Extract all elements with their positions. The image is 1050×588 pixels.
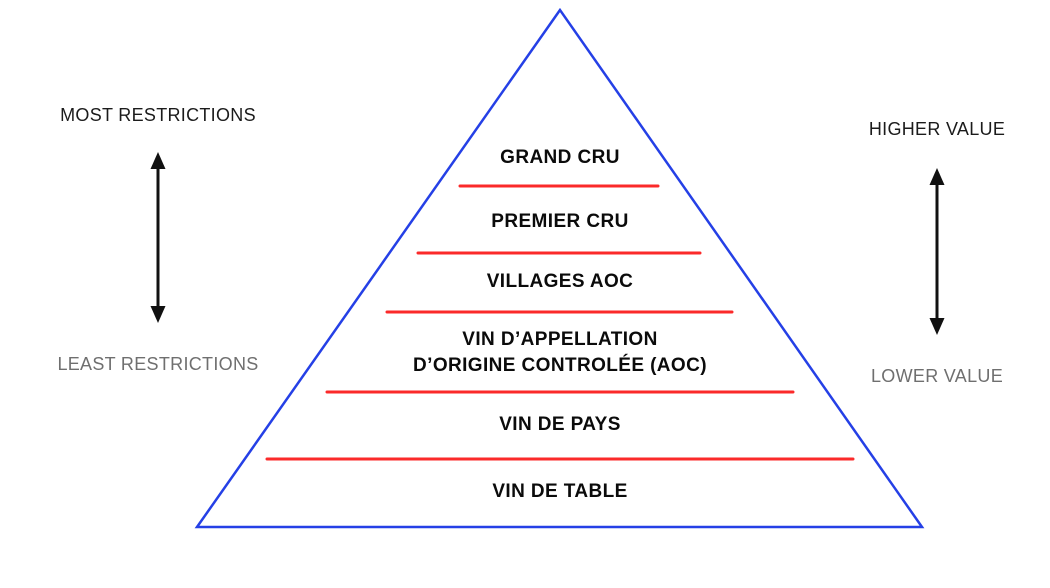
pyramid-outline (194, 7, 925, 529)
tier-label-aoc: VIN D’APPELLATION D’ORIGINE CONTROLÉE (A… (210, 327, 910, 379)
tier-label-grand-cru: GRAND CRU (500, 147, 620, 168)
tier-label-vin-de-table: VIN DE TABLE (492, 481, 628, 502)
tier-label-premier-cru: PREMIER CRU (491, 211, 629, 232)
arrow-down-icon (929, 318, 945, 335)
tier-label-vin-de-pays: VIN DE PAYS (499, 414, 621, 435)
tier-label-aoc-line1: VIN D’APPELLATION (462, 329, 658, 350)
most-restrictions-label: MOST RESTRICTIONS (60, 105, 256, 125)
lower-value-label: LOWER VALUE (871, 366, 1003, 386)
arrow-down-icon (150, 306, 166, 323)
value-arrow (929, 168, 945, 335)
restrictions-arrow (150, 152, 166, 323)
tier-label-aoc-line2: D’ORIGINE CONTROLÉE (AOC) (413, 355, 707, 376)
tier-label-villages-aoc: VILLAGES AOC (486, 271, 634, 292)
higher-value-label: HIGHER VALUE (868, 119, 1006, 139)
arrow-up-icon (929, 168, 945, 185)
least-restrictions-label: LEAST RESTRICTIONS (57, 354, 259, 374)
arrow-up-icon (150, 152, 166, 169)
